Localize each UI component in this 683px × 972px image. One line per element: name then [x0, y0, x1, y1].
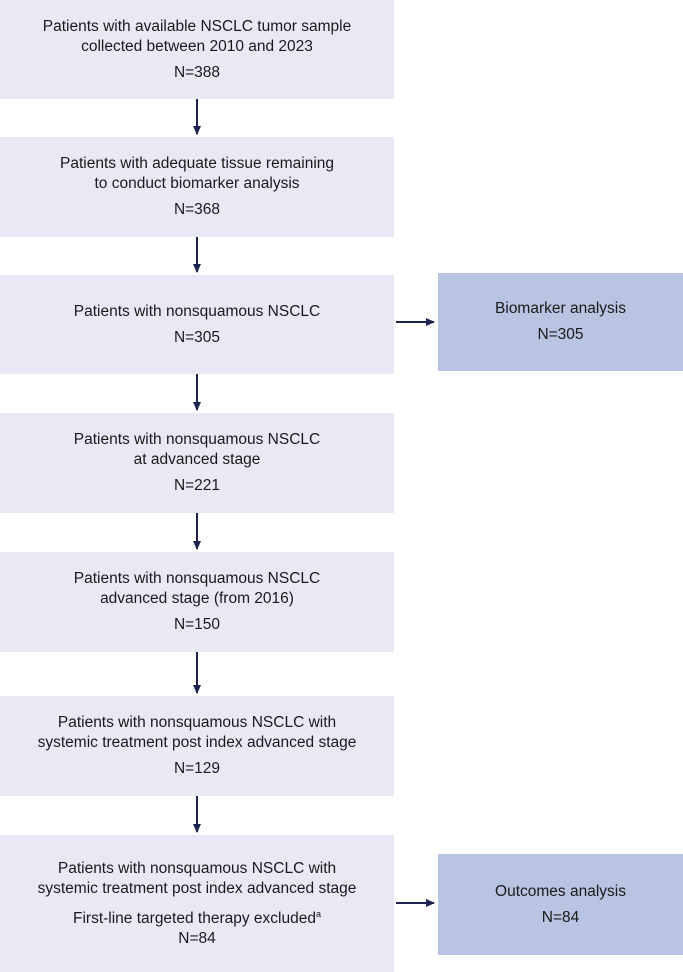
step-3-line1: Patients with nonsquamous NSCLC — [73, 302, 321, 320]
step-6-box: Patients with nonsquamous NSCLC with sys… — [0, 696, 394, 796]
step-5-count: N=150 — [173, 616, 221, 633]
step-2-box: Patients with adequate tissue remaining … — [0, 137, 394, 237]
step-1-box: Patients with available NSCLC tumor samp… — [0, 0, 394, 99]
step-4-box: Patients with nonsquamous NSCLC at advan… — [0, 413, 394, 513]
step-7-line2: systemic treatment post index advanced s… — [37, 879, 357, 897]
step-2-line1: Patients with adequate tissue remaining — [60, 155, 334, 172]
step-6-count: N=129 — [173, 760, 221, 777]
step-1-line1: Patients with available NSCLC tumor samp… — [42, 17, 352, 35]
biomarker-analysis-count: N=305 — [537, 326, 584, 343]
biomarker-analysis-label: Biomarker analysis — [495, 300, 626, 317]
step-7-line1: Patients with nonsquamous NSCLC with — [57, 859, 337, 877]
outcomes-analysis-label: Outcomes analysis — [495, 882, 626, 900]
step-7-note: First-line targeted therapy excludeda — [73, 909, 321, 929]
step-7-box: Patients with nonsquamous NSCLC with sys… — [0, 835, 394, 972]
outcomes-analysis-box: Outcomes analysis N=84 — [438, 854, 683, 955]
step-2-count: N=368 — [173, 201, 221, 218]
step-5-line1: Patients with nonsquamous NSCLC — [73, 570, 321, 587]
step-7-note-text: First-line targeted therapy excluded — [73, 909, 316, 927]
step-7-count: N=84 — [178, 929, 216, 947]
step-3-count: N=305 — [173, 328, 221, 346]
step-2-line2: to conduct biomarker analysis — [94, 175, 300, 192]
step-6-line1: Patients with nonsquamous NSCLC with — [57, 714, 337, 731]
step-6-line2: systemic treatment post index advanced s… — [37, 734, 357, 751]
step-4-count: N=221 — [173, 477, 221, 494]
step-5-line2: advanced stage (from 2016) — [100, 590, 294, 607]
outcomes-analysis-count: N=84 — [541, 908, 580, 926]
step-3-box: Patients with nonsquamous NSCLC N=305 — [0, 275, 394, 374]
step-4-line1: Patients with nonsquamous NSCLC — [73, 431, 321, 448]
step-1-count: N=388 — [173, 63, 221, 81]
biomarker-analysis-box: Biomarker analysis N=305 — [438, 273, 683, 371]
step-1-line2: collected between 2010 and 2023 — [81, 37, 313, 55]
step-5-box: Patients with nonsquamous NSCLC advanced… — [0, 552, 394, 652]
step-4-line2: at advanced stage — [133, 451, 261, 468]
footnote-marker: a — [315, 908, 321, 919]
